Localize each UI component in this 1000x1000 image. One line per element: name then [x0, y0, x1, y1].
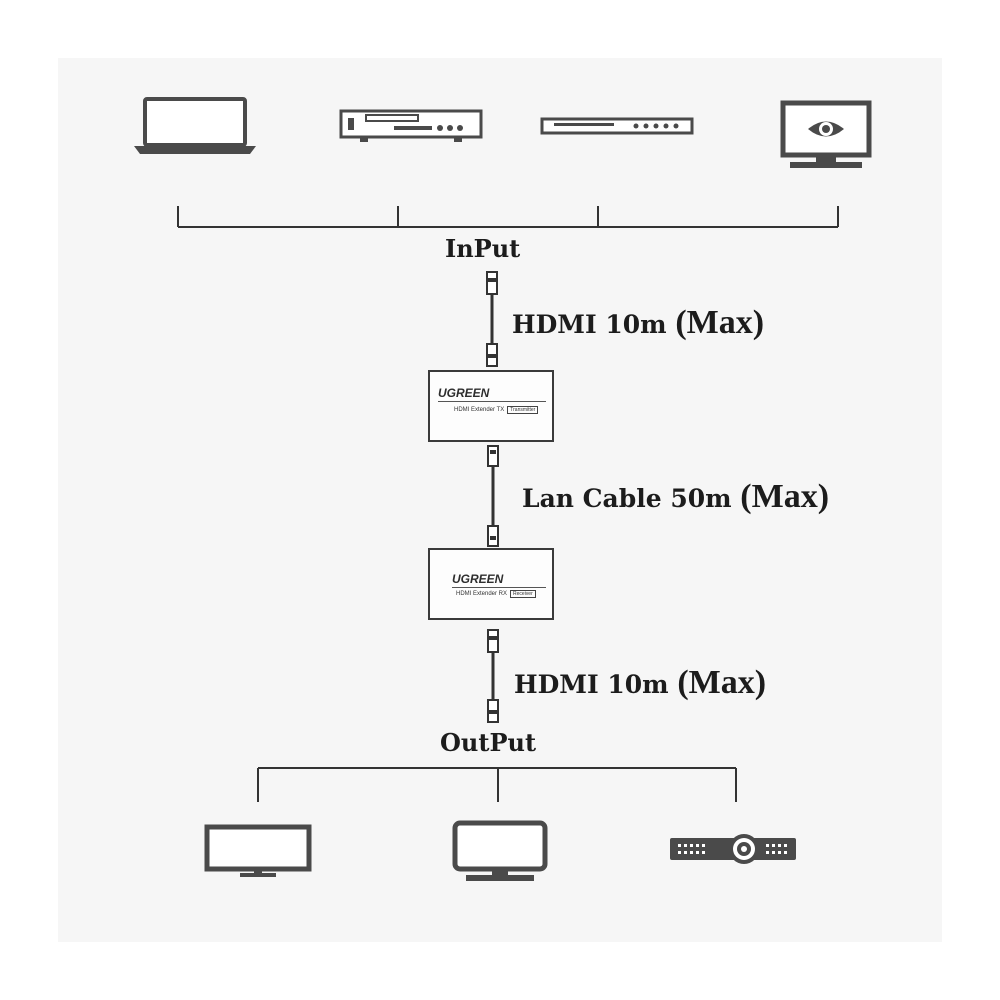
monitor-eye-icon: [780, 100, 872, 170]
transmitter-tag: Transmitter: [507, 406, 539, 414]
output-label: OutPut: [440, 728, 537, 757]
dvd-player-icon: [338, 108, 484, 144]
hdmi-input-cable-label: HDMI 10m (Max): [512, 304, 764, 342]
receiver-model: HDMI Extender RX: [456, 591, 508, 597]
hdmi-input-max: (Max): [675, 304, 765, 341]
laptop-icon: [132, 96, 258, 158]
hdmi-cable-output: [487, 629, 499, 723]
receiver-tag: Receiver: [510, 590, 536, 598]
hdmi-cable-input: [486, 271, 498, 367]
diagram-background: [58, 58, 942, 942]
monitor-icon: [204, 824, 312, 878]
lan-cable: [487, 445, 499, 547]
lan-cable-label: Lan Cable 50m (Max): [522, 478, 829, 516]
tv-icon: [452, 820, 548, 884]
input-label: InPut: [445, 234, 521, 263]
lan-cable-length: Lan Cable 50m: [522, 484, 741, 513]
receiver-brand: UGREEN: [452, 572, 504, 586]
hdmi-output-max: (Max): [677, 664, 767, 701]
transmitter-brand: UGREEN: [438, 386, 490, 400]
set-top-box-icon: [540, 116, 694, 138]
hdmi-output-cable-label: HDMI 10m (Max): [514, 664, 766, 702]
lan-cable-max: (Max): [740, 478, 830, 515]
transmitter-model: HDMI Extender TX: [454, 407, 505, 413]
hdmi-input-length: HDMI 10m: [512, 310, 676, 339]
input-connector-bracket: [177, 206, 839, 228]
projector-icon: [668, 832, 798, 866]
output-connector-bracket: [257, 767, 737, 802]
hdmi-output-length: HDMI 10m: [514, 670, 678, 699]
